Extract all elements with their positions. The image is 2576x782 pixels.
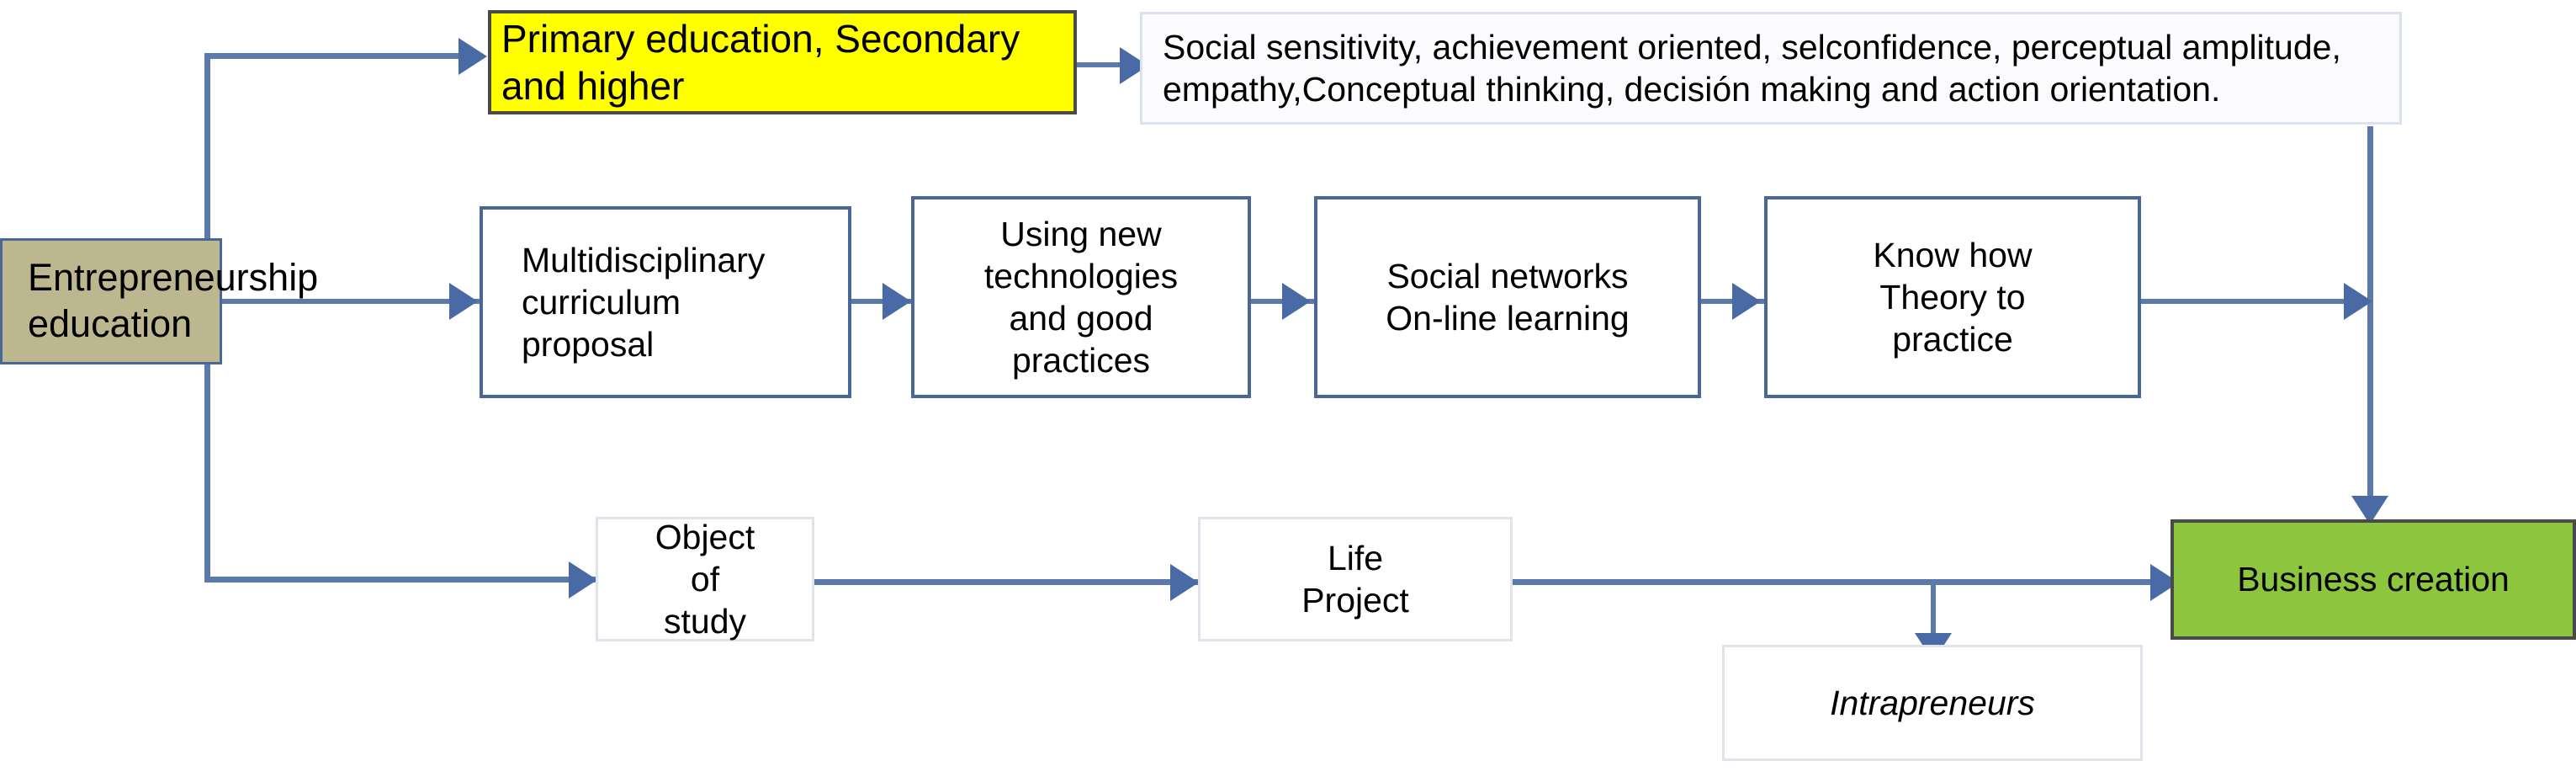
connector-source-to-curriculum	[220, 299, 481, 304]
arrowhead-to-social-networks	[1282, 283, 1311, 320]
connector-source-to-object-of-study	[204, 577, 600, 583]
arrowhead-to-curriculum	[449, 283, 478, 320]
connector-know-how-to-right-spine	[2141, 299, 2372, 304]
connector-right-spine	[2367, 126, 2373, 514]
arrowhead-to-right-spine	[2344, 283, 2372, 320]
node-education-levels[interactable]: Primary education, Secondary and higher	[488, 10, 1077, 114]
node-curriculum[interactable]: Multidisciplinary curriculum proposal	[480, 206, 851, 398]
arrowhead-to-technologies	[883, 283, 911, 320]
node-object-of-study[interactable]: Object of study	[596, 517, 814, 641]
node-competencies-note-label: Social sensitivity, achievement oriented…	[1163, 27, 2341, 109]
node-technologies[interactable]: Using new technologies and good practice…	[911, 196, 1251, 398]
node-life-project-label: Life Project	[1301, 538, 1409, 620]
node-technologies-label: Using new technologies and good practice…	[983, 214, 1179, 380]
node-intrapreneurs[interactable]: Intrapreneurs	[1722, 645, 2143, 761]
node-social-networks-label: Social networks On-line learning	[1386, 256, 1630, 338]
connector-life-project-to-business-creation	[1512, 579, 2372, 585]
arrowhead-to-object-of-study	[569, 561, 597, 598]
node-education-levels-label: Primary education, Secondary and higher	[501, 16, 1020, 108]
arrowhead-to-life-project	[1170, 564, 1199, 601]
node-business-creation[interactable]: Business creation	[2171, 519, 2576, 640]
node-intrapreneurs-label: Intrapreneurs	[1830, 683, 2035, 722]
node-curriculum-label: Multidisciplinary curriculum proposal	[522, 240, 766, 364]
node-competencies-note[interactable]: Social sensitivity, achievement oriented…	[1140, 12, 2402, 125]
connector-to-intrapreneurs	[1931, 579, 1936, 645]
node-object-of-study-label: Object of study	[655, 517, 755, 641]
node-source-label: Entrepreneurship education	[28, 256, 319, 345]
connector-source-to-education-levels	[204, 53, 482, 59]
node-know-how-label: Know how Theory to practice	[1873, 235, 2033, 359]
node-business-creation-label: Business creation	[2237, 560, 2510, 599]
node-know-how[interactable]: Know how Theory to practice	[1764, 196, 2141, 398]
arrowhead-to-know-how	[1732, 283, 1761, 320]
arrowhead-to-education-levels	[458, 38, 487, 75]
node-life-project[interactable]: Life Project	[1198, 517, 1513, 641]
node-social-networks[interactable]: Social networks On-line learning	[1314, 196, 1701, 398]
node-source[interactable]: Entrepreneurship education	[0, 238, 319, 364]
connector-education-levels-to-note	[1073, 62, 1148, 67]
connector-object-of-study-to-life-project	[814, 579, 1201, 585]
